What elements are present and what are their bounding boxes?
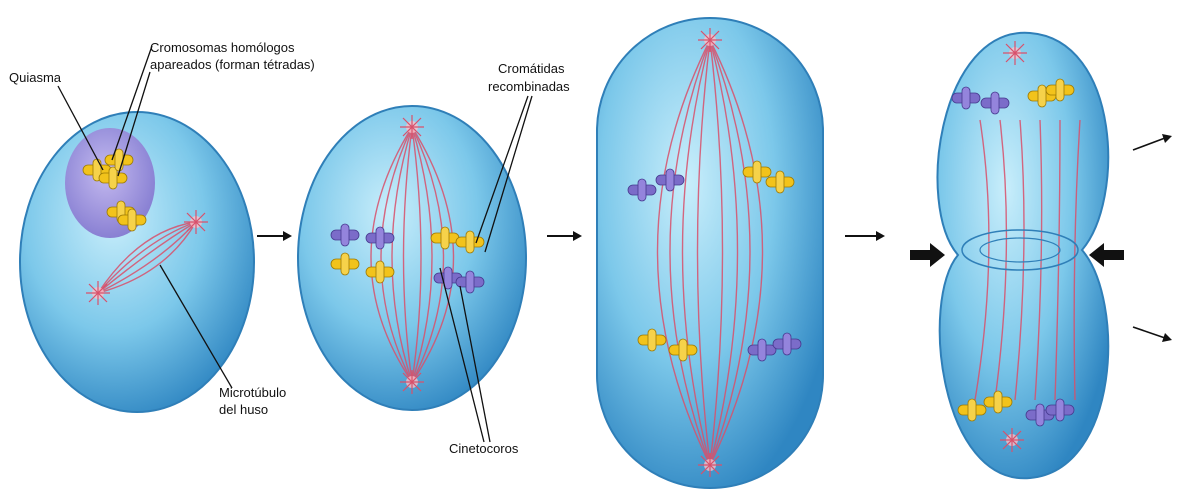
label-homologos-2: apareados (forman tétradas) — [150, 57, 315, 72]
centrosome — [184, 210, 208, 234]
centrosome — [698, 28, 722, 52]
label-microtubulo-1: Microtúbulo — [219, 385, 286, 400]
cell-anaphase — [597, 18, 823, 488]
cell-prophase — [20, 112, 254, 412]
centrosome — [698, 453, 722, 477]
centrosome — [400, 370, 424, 394]
cell-metaphase — [298, 106, 526, 410]
arrow-icon — [845, 231, 885, 241]
arrow-icon — [1133, 327, 1172, 342]
arrow-icon — [1089, 243, 1124, 267]
arrow-icon — [910, 243, 945, 267]
centrosome — [1003, 41, 1027, 65]
arrow-icon — [547, 231, 582, 241]
label-quiasma: Quiasma — [9, 70, 62, 85]
label-cromatidas-2: recombinadas — [488, 79, 570, 94]
label-homologos-1: Cromosomas homólogos — [150, 40, 295, 55]
label-cromatidas-1: Cromátidas — [498, 61, 565, 76]
centrosome — [86, 281, 110, 305]
label-cinetocoros: Cinetocoros — [449, 441, 519, 456]
label-microtubulo-2: del huso — [219, 402, 268, 417]
centrosome — [400, 115, 424, 139]
centrosome — [1000, 428, 1024, 452]
arrow-icon — [1133, 134, 1172, 150]
cell-telophase — [938, 33, 1109, 478]
arrow-icon — [257, 231, 292, 241]
